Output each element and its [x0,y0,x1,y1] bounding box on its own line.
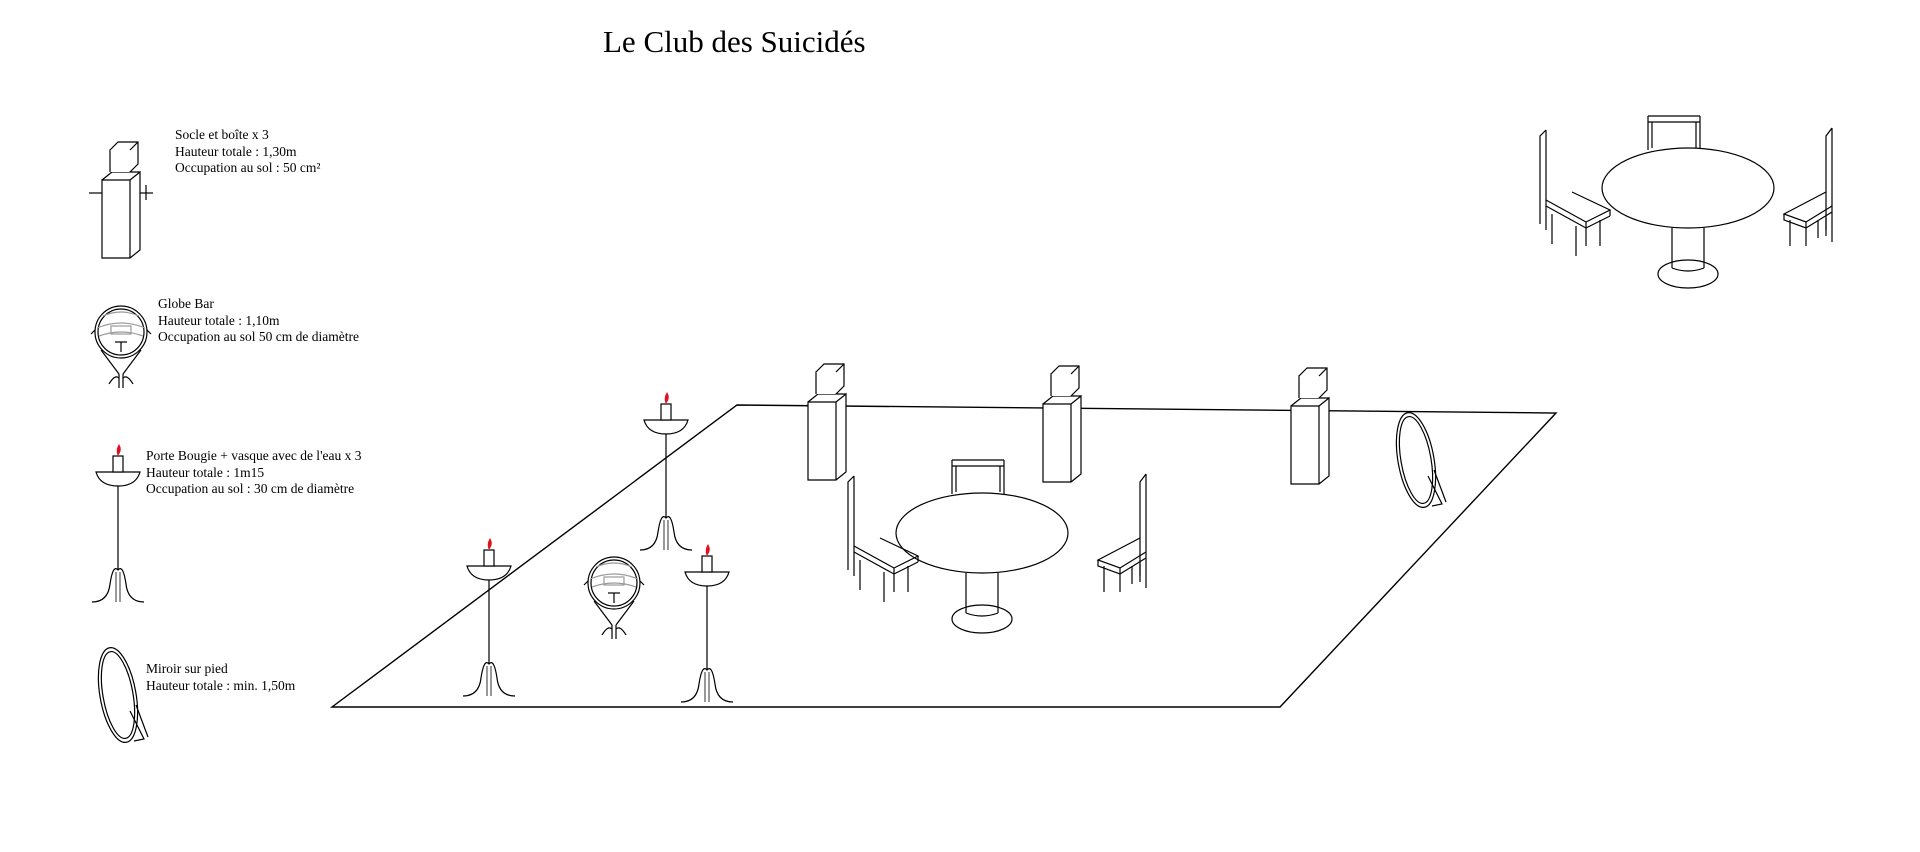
legend-mirror-text: Miroir sur pied Hauteur totale : min. 1,… [146,661,295,694]
globe-bar [583,556,645,640]
legend-globe-text: Globe Bar Hauteur totale : 1,10m Occupat… [158,296,359,346]
legend-candle-text: Porte Bougie + vasque avec de l'eau x 3 … [146,448,361,498]
legend-globe-height: Hauteur totale : 1,10m [158,312,280,328]
globe-bar-icon [90,305,152,389]
legend-candle-name: Porte Bougie + vasque avec de l'eau x 3 [146,448,362,463]
pedestal-box-1 [807,363,847,481]
legend-mirror-name: Miroir sur pied [146,661,228,676]
pedestal-box-3 [1290,367,1330,485]
candle-holder-2 [462,538,516,697]
legend-globe-footprint: Occupation au sol 50 cm de diamètre [158,329,359,344]
legend-pedestal-height: Hauteur totale : 1,30m [175,143,297,159]
legend-pedestal-text: Socle et boîte x 3 Hauteur totale : 1,30… [175,127,320,177]
legend-pedestal-name: Socle et boîte x 3 [175,127,269,142]
table-group-reference [1539,115,1833,289]
legend-candle-height: Hauteur totale : 1m15 [146,464,265,480]
candle-holder-3 [680,544,734,703]
page-title: Le Club des Suicidés [603,24,866,59]
standing-mirror-icon [91,644,149,746]
pedestal-box-2 [1042,365,1082,483]
legend-mirror-height: Hauteur totale : min. 1,50m [146,677,296,693]
standing-mirror [1389,409,1447,511]
pedestal-box-icon [89,141,153,259]
legend-globe-name: Globe Bar [158,296,214,311]
floor-area-outline [329,404,1558,708]
legend-candle-footprint: Occupation au sol : 30 cm de diamètre [146,481,355,496]
candle-holder-icon [91,444,145,603]
table-group-floor [847,459,1147,634]
legend-pedestal-footprint: Occupation au sol : 50 cm² [175,160,321,175]
